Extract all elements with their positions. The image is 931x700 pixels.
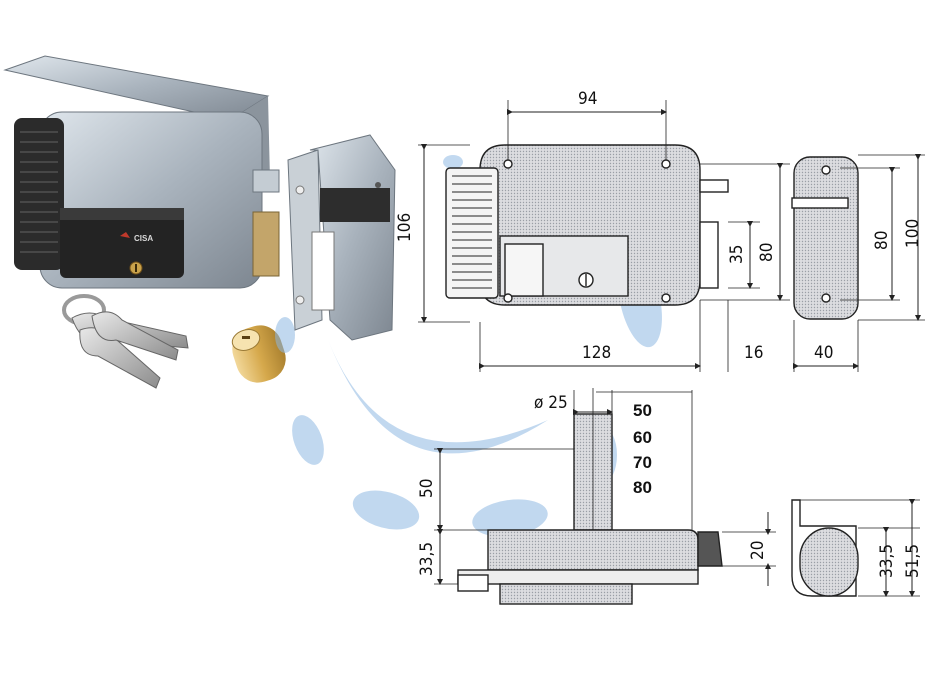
end-view-drawing bbox=[791, 499, 920, 597]
front-view-drawing bbox=[418, 100, 790, 372]
strike-plate-photo bbox=[287, 134, 396, 341]
cylinder-length-70: 70 bbox=[633, 453, 652, 472]
cylinder-length-50: 50 bbox=[633, 401, 652, 420]
dim-40: 40 bbox=[814, 343, 833, 363]
side-view-drawing bbox=[791, 154, 925, 372]
bottom-view-drawing bbox=[434, 388, 776, 605]
cylinder-photo bbox=[231, 325, 286, 383]
dim-35: 35 bbox=[727, 245, 747, 264]
dim-33-5-bottom: 33,5 bbox=[417, 542, 437, 576]
dim-80-front: 80 bbox=[757, 243, 777, 262]
end-view-labels: 33,5 51,5 bbox=[877, 544, 923, 578]
dim-100: 100 bbox=[903, 219, 923, 248]
dim-128: 128 bbox=[582, 343, 611, 363]
dim-20: 20 bbox=[748, 541, 768, 560]
lock-photo: CISA bbox=[3, 55, 280, 289]
cylinder-length-80: 80 bbox=[633, 478, 652, 497]
side-view-labels: 100 80 40 bbox=[814, 219, 923, 363]
cylinder-length-60: 60 bbox=[633, 428, 652, 447]
brand-label: CISA bbox=[134, 234, 153, 243]
bottom-view-labels: ø 25 50 60 70 80 50 33,5 20 bbox=[417, 393, 768, 576]
brand-logo-icon bbox=[120, 232, 130, 238]
front-view-labels: 94 106 35 80 128 16 bbox=[395, 89, 777, 363]
dim-50-height: 50 bbox=[417, 479, 437, 498]
dim-106: 106 bbox=[395, 213, 415, 242]
dim-16: 16 bbox=[744, 343, 763, 363]
keys-photo bbox=[62, 294, 189, 389]
dim-94: 94 bbox=[578, 89, 597, 109]
dim-cylinder-diameter: ø 25 bbox=[534, 393, 568, 413]
dim-51-5: 51,5 bbox=[903, 544, 923, 578]
dim-33-5-end: 33,5 bbox=[877, 544, 897, 578]
dim-80-side: 80 bbox=[872, 231, 892, 250]
